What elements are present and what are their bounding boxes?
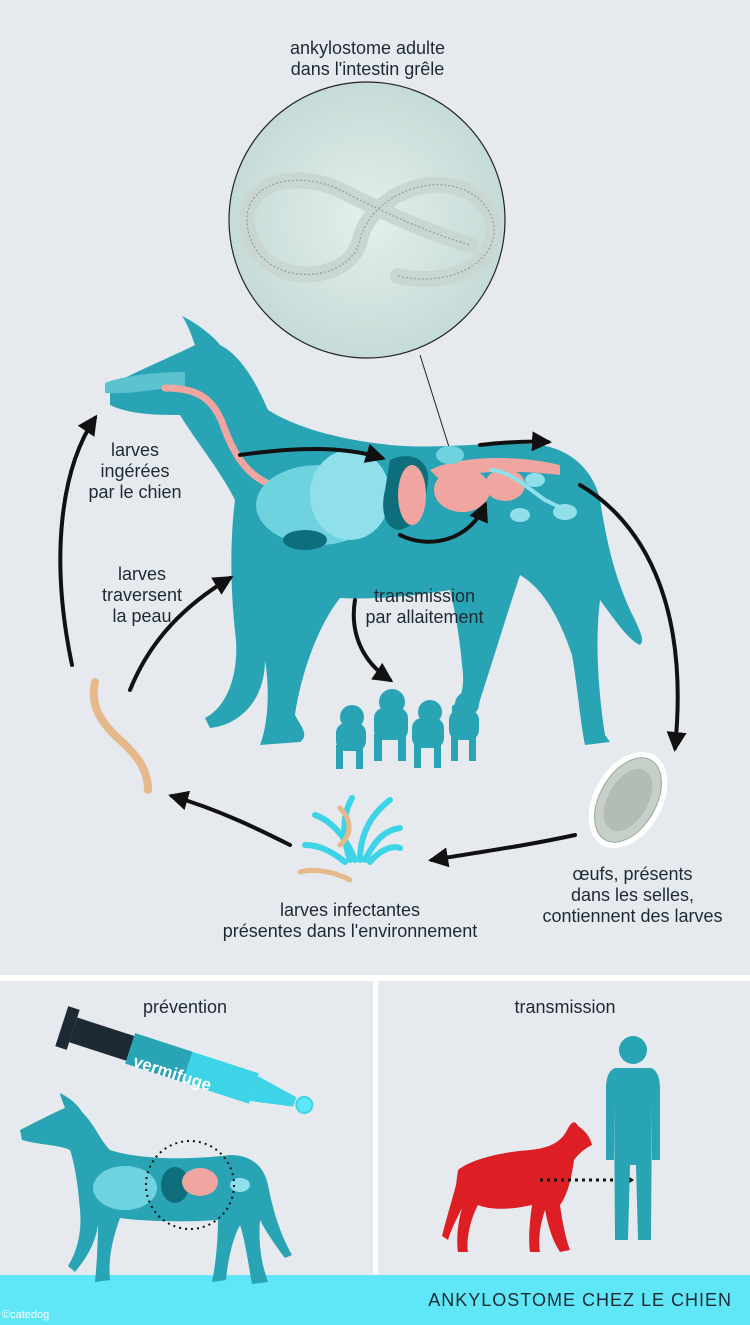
transmission-panel — [378, 981, 750, 1275]
dog-icon — [105, 316, 643, 745]
transmission-title: transmission — [514, 997, 616, 1017]
footer-title: ANKYLOSTOME CHEZ LE CHIEN — [428, 1290, 732, 1310]
syringe-icon — [55, 1006, 314, 1114]
magnifier-icon — [228, 81, 506, 495]
prevention-title: prévention — [142, 997, 228, 1017]
grass-icon — [302, 795, 403, 865]
eggs-label: œufs, présents dans les selles, contienn… — [542, 864, 723, 926]
footer-bar — [0, 1275, 750, 1325]
egg-icon — [588, 751, 668, 849]
worm-icon — [238, 172, 503, 287]
copyright: ©catedog — [2, 1309, 50, 1321]
dog-icon — [442, 1122, 634, 1252]
skin-penetration-label: larves traversent la peau — [101, 564, 183, 626]
cycle-arrows — [58, 414, 687, 868]
nursing-transmission-label: transmission par allaitement — [365, 586, 484, 627]
adult-worm-label: ankylostome adulte dans l'intestin grêle — [289, 38, 446, 79]
dog-icon — [20, 1093, 292, 1284]
environment-label: larves infectantes présentes dans l'envi… — [222, 900, 478, 941]
larva-icon — [89, 678, 152, 794]
ingested-label: larves ingérées par le chien — [88, 440, 182, 502]
human-icon — [606, 1036, 660, 1240]
puppies-icon — [336, 689, 479, 769]
larva-icon — [337, 805, 352, 848]
